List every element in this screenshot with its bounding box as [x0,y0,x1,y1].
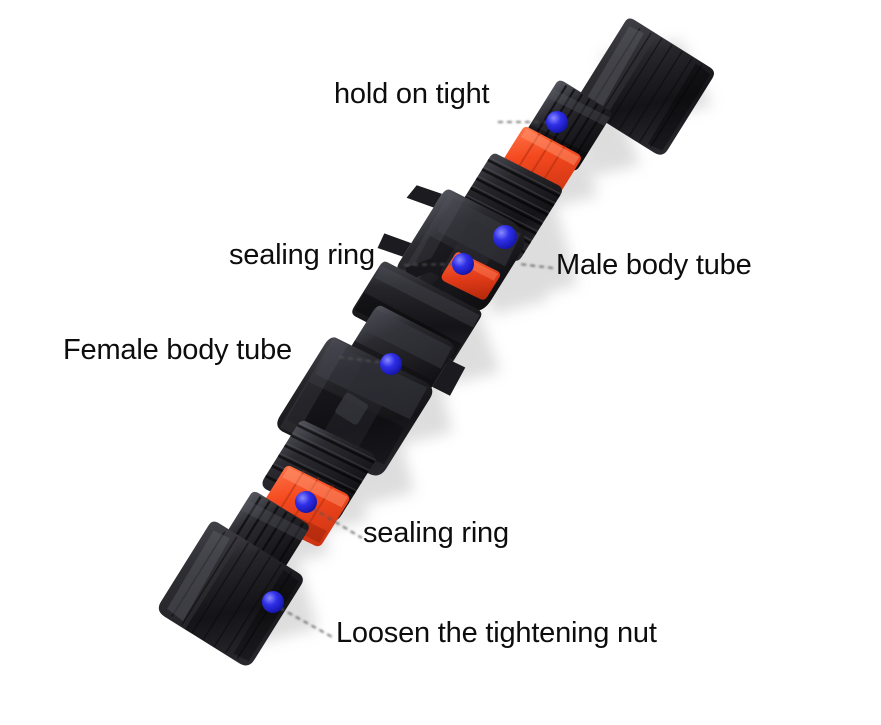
annotation-label-sealing-ring-bottom: sealing ring [363,517,509,549]
part-top-tightening-nut [577,18,715,155]
annotation-label-loosen-the-tightening-nut: Loosen the tightening nut [336,617,657,649]
marker-dot-hold-on-tight [546,111,568,133]
part-latch-arm [405,258,436,280]
annotation-label-hold-on-tight: hold on tight [334,78,490,110]
leader-male-body-tube [518,263,554,269]
leader-female-body-tube [338,356,387,364]
leader-loosen-nut [279,607,335,639]
marker-dot-female-body-tube [380,353,402,375]
annotation-label-female-body-tube: Female body tube [63,334,292,366]
marker-dot-sealing-ring-bottom [295,491,317,513]
part-bottom-tightening-nut [158,521,303,666]
annotation-label-sealing-ring-top: sealing ring [229,239,375,271]
marker-dot-sealing-ring-top [452,253,474,275]
marker-dot-loosen-nut [262,591,284,613]
annotation-label-male-body-tube: Male body tube [556,249,752,281]
marker-dots [262,111,568,613]
leader-lines [279,121,554,639]
leader-sealing-ring-bot [311,507,363,539]
marker-dot-male-body-tube [493,225,517,249]
